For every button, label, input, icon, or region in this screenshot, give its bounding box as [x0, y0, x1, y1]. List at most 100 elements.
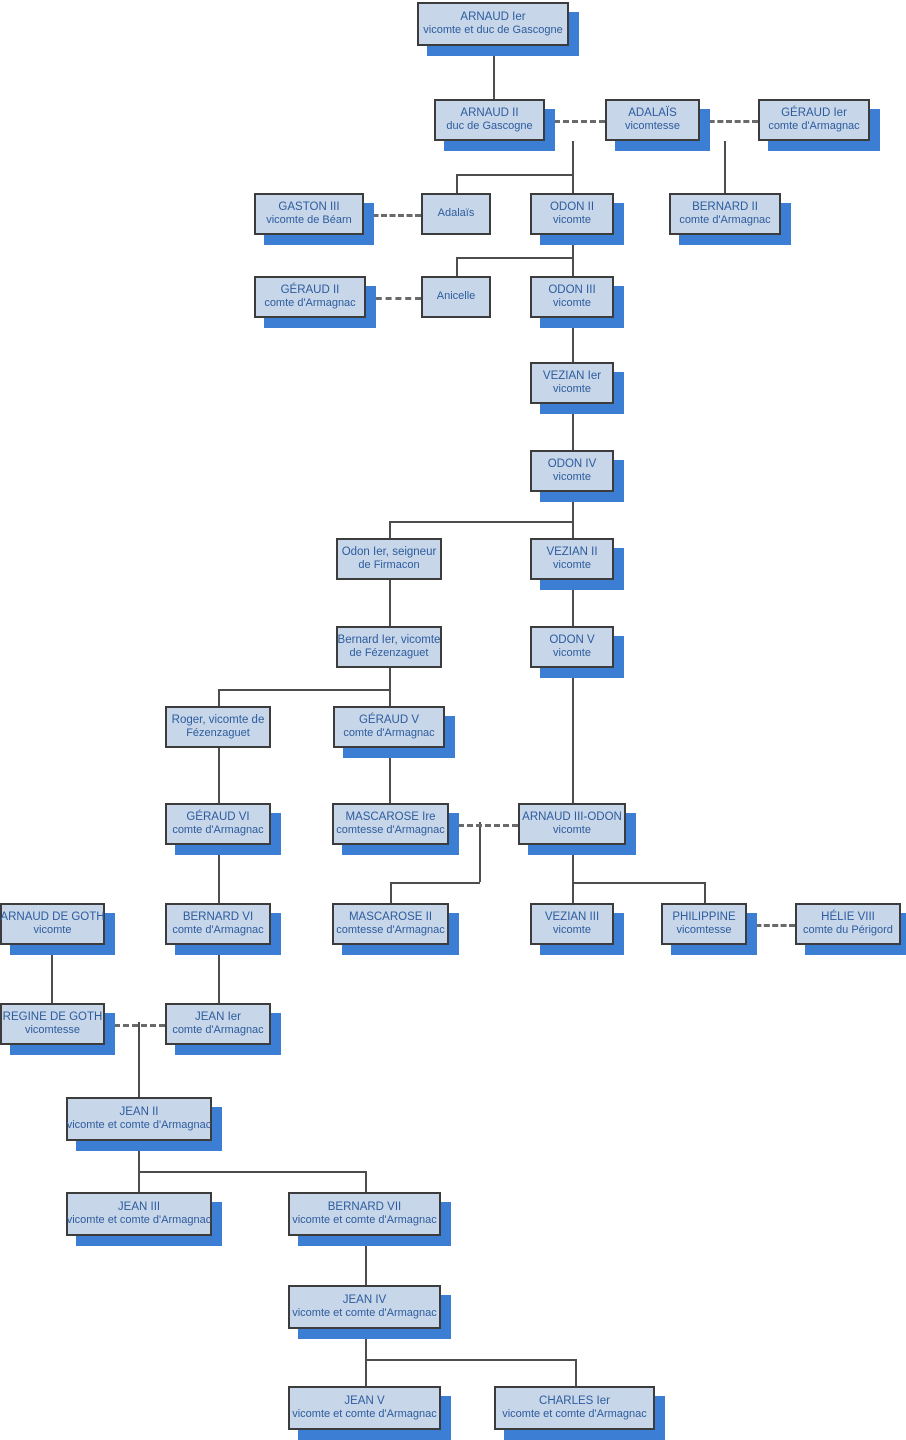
person-name: BERNARD II: [692, 200, 758, 213]
person-name: Roger, vicomte de: [171, 713, 265, 726]
descent-line: [575, 1359, 577, 1386]
person-name: JEAN III: [117, 1200, 161, 1213]
descent-line: [365, 1359, 575, 1361]
person-name: MASCAROSE II: [348, 910, 433, 923]
descent-line: [389, 521, 391, 538]
descent-line: [389, 668, 391, 689]
person-title: vicomte: [553, 924, 591, 937]
descent-line: [365, 1329, 367, 1359]
person-title: vicomte de Béarn: [266, 214, 352, 227]
descent-line: [704, 882, 706, 903]
person-name: ODON V: [549, 633, 595, 646]
person-title: vicomte et comte d'Armagnac: [292, 1408, 437, 1421]
person-title: vicomtesse: [24, 1024, 81, 1037]
descent-line: [365, 1236, 367, 1285]
person-title: comtesse d'Armagnac: [336, 924, 445, 937]
person-title: de Fézenzaguet: [349, 647, 429, 660]
descent-line: [218, 689, 390, 691]
person-name: CHARLES Ier: [539, 1394, 610, 1407]
person-title: comtesse d'Armagnac: [336, 824, 445, 837]
person-title: vicomte: [553, 824, 591, 837]
descent-line: [572, 668, 574, 803]
descent-line: [572, 257, 574, 276]
person-title: vicomte et comte d'Armagnac: [292, 1307, 437, 1320]
person-name: ODON III: [548, 283, 596, 296]
person-name: ARNAUD DE GOTH: [0, 910, 105, 923]
descent-line: [572, 845, 574, 903]
descent-line: [493, 46, 495, 99]
person-name: BERNARD VI: [182, 910, 254, 923]
descent-line: [572, 141, 574, 174]
descent-line: [51, 945, 53, 1003]
person-title: duc de Gascogne: [446, 120, 533, 133]
descent-line: [572, 174, 574, 193]
descent-line: [456, 174, 458, 193]
descent-line: [389, 521, 573, 523]
person-title: vicomtesse: [676, 924, 732, 937]
marriage-line: [449, 824, 518, 827]
person-title: comte d'Armagnac: [172, 924, 264, 937]
person-title: vicomte et comte d'Armagnac: [292, 1214, 437, 1227]
person-title: vicomtesse: [624, 120, 681, 133]
descent-line: [138, 1022, 140, 1097]
descent-line: [218, 845, 220, 903]
person-node-adalais_w[interactable]: Adalaïs: [421, 193, 491, 235]
person-name: JEAN IV: [342, 1293, 387, 1306]
person-title: vicomte: [33, 924, 72, 937]
person-name: VEZIAN III: [544, 910, 600, 923]
person-node-anicelle[interactable]: Anicelle: [421, 276, 491, 318]
person-title: vicomte: [553, 471, 591, 484]
person-title: comte d'Armagnac: [172, 1024, 264, 1037]
person-name: GASTON III: [278, 200, 340, 213]
person-name: REGINE DE GOTH: [2, 1010, 103, 1023]
descent-line: [724, 141, 726, 193]
person-title: vicomte et comte d'Armagnac: [66, 1119, 212, 1132]
descent-line: [138, 1171, 140, 1192]
person-title: comte d'Armagnac: [264, 297, 356, 310]
marriage-line: [545, 120, 605, 123]
person-name: ADALAÏS: [628, 106, 677, 119]
descent-line: [389, 689, 391, 706]
person-name: ODON IV: [547, 457, 597, 470]
descent-line: [138, 1141, 140, 1171]
person-name: JEAN Ier: [194, 1010, 241, 1023]
person-name: Anicelle: [436, 290, 476, 303]
person-name: MASCAROSE Ire: [345, 810, 436, 823]
person-title: comte du Périgord: [803, 924, 893, 937]
marriage-line: [700, 120, 758, 123]
